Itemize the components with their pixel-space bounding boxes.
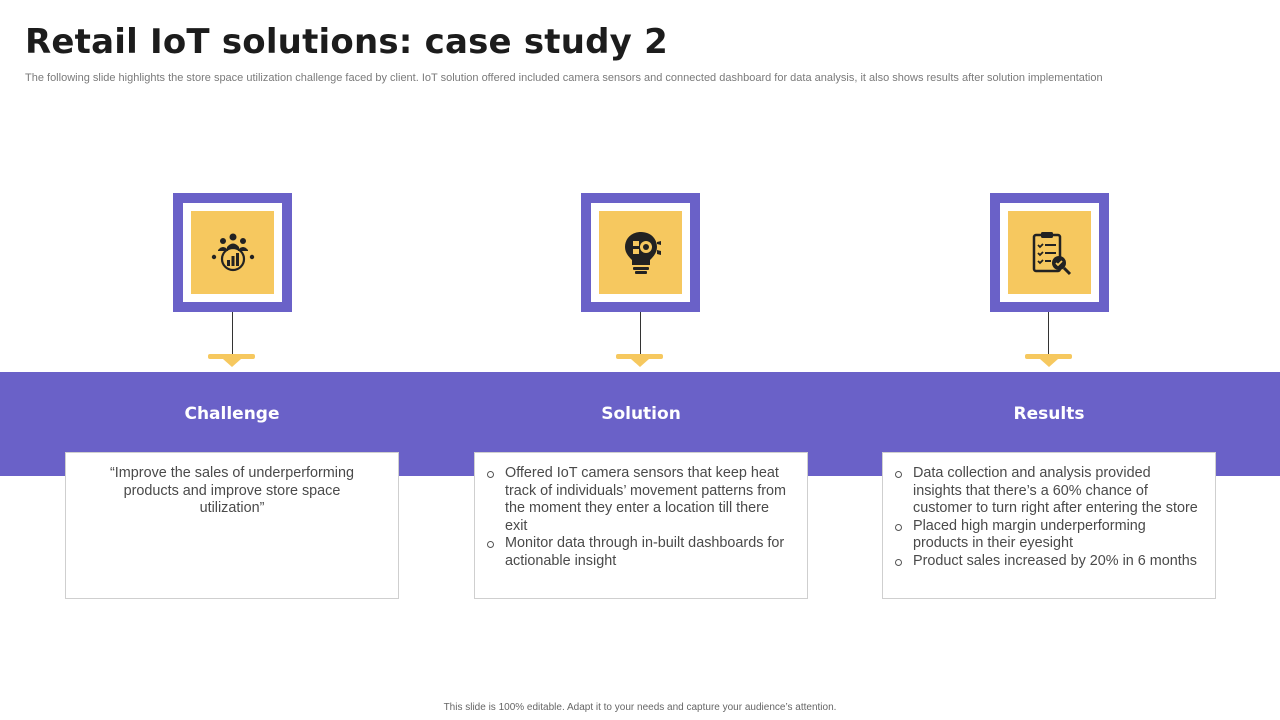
challenge-icon-frame (173, 193, 292, 312)
results-bullets: Data collection and analysis provided in… (895, 465, 1201, 571)
column-solution: Solution Offered IoT camera sensors that… (474, 0, 808, 720)
column-results: Results Data collection and analysis pro… (882, 0, 1216, 720)
results-icon-frame (990, 193, 1109, 312)
list-item: Offered IoT camera sensors that keep hea… (487, 465, 793, 535)
connector-line (640, 312, 641, 357)
solution-icon-frame (581, 193, 700, 312)
results-card: Data collection and analysis provided in… (882, 452, 1216, 599)
list-item: Product sales increased by 20% in 6 mont… (895, 553, 1201, 571)
footer-note: This slide is 100% editable. Adapt it to… (443, 702, 837, 713)
pointer-bar (616, 354, 663, 359)
pointer-bar (1025, 354, 1072, 359)
connector-line (1048, 312, 1049, 357)
solution-heading: Solution (601, 404, 681, 424)
challenge-card: “Improve the sales of underperforming pr… (65, 452, 399, 599)
connector-line (232, 312, 233, 357)
column-challenge: Challenge “Improve the sales of underper… (65, 0, 399, 720)
solution-card: Offered IoT camera sensors that keep hea… (474, 452, 808, 599)
pointer-bar (208, 354, 255, 359)
list-item: Placed high margin underperforming produ… (895, 518, 1201, 553)
pointer-triangle (223, 359, 241, 367)
challenge-heading: Challenge (184, 404, 280, 424)
slide-title: Retail IoT solutions: case study 2 (25, 22, 668, 62)
list-item: Data collection and analysis provided in… (895, 465, 1201, 518)
lightbulb-gear-icon (599, 211, 682, 294)
people-analytics-icon (191, 211, 274, 294)
slide-subtitle: The following slide highlights the store… (25, 72, 1103, 84)
list-item: Monitor data through in-built dashboards… (487, 535, 793, 570)
solution-bullets: Offered IoT camera sensors that keep hea… (487, 465, 793, 571)
results-heading: Results (1013, 404, 1085, 424)
challenge-quote: “Improve the sales of underperforming pr… (110, 465, 354, 517)
clipboard-check-icon (1008, 211, 1091, 294)
pointer-triangle (1040, 359, 1058, 367)
pointer-triangle (631, 359, 649, 367)
